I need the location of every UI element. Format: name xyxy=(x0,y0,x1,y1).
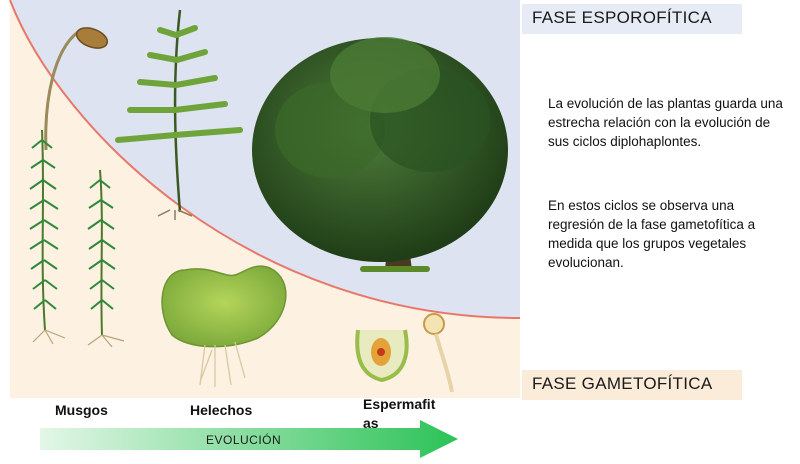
evolution-arrow xyxy=(40,420,458,458)
spermatophytes-label: Espermafitas xyxy=(363,396,436,431)
description-paragraph-2: En estos ciclos se observa una regresión… xyxy=(548,198,756,270)
fern-gametophyte xyxy=(161,265,287,387)
mosses-label: Musgos xyxy=(55,402,108,418)
moss-gametophyte xyxy=(29,129,125,348)
evolution-arrow-label: EVOLUCIÓN xyxy=(206,433,282,447)
gametophyte-phase-label: FASE GAMETOFÍTICA xyxy=(522,370,742,400)
description-paragraph-1: La evolución de las plantas guarda una e… xyxy=(548,96,783,149)
moss-sporophyte xyxy=(44,27,109,151)
ferns-label: Helechos xyxy=(190,402,253,418)
fern-sporophyte xyxy=(115,9,243,220)
phase-boundary-curve xyxy=(9,0,521,319)
spermatophyte-gametophyte xyxy=(355,313,454,393)
tree-sporophyte xyxy=(252,37,508,272)
sporophyte-phase-label: FASE ESPOROFÍTICA xyxy=(522,4,742,34)
